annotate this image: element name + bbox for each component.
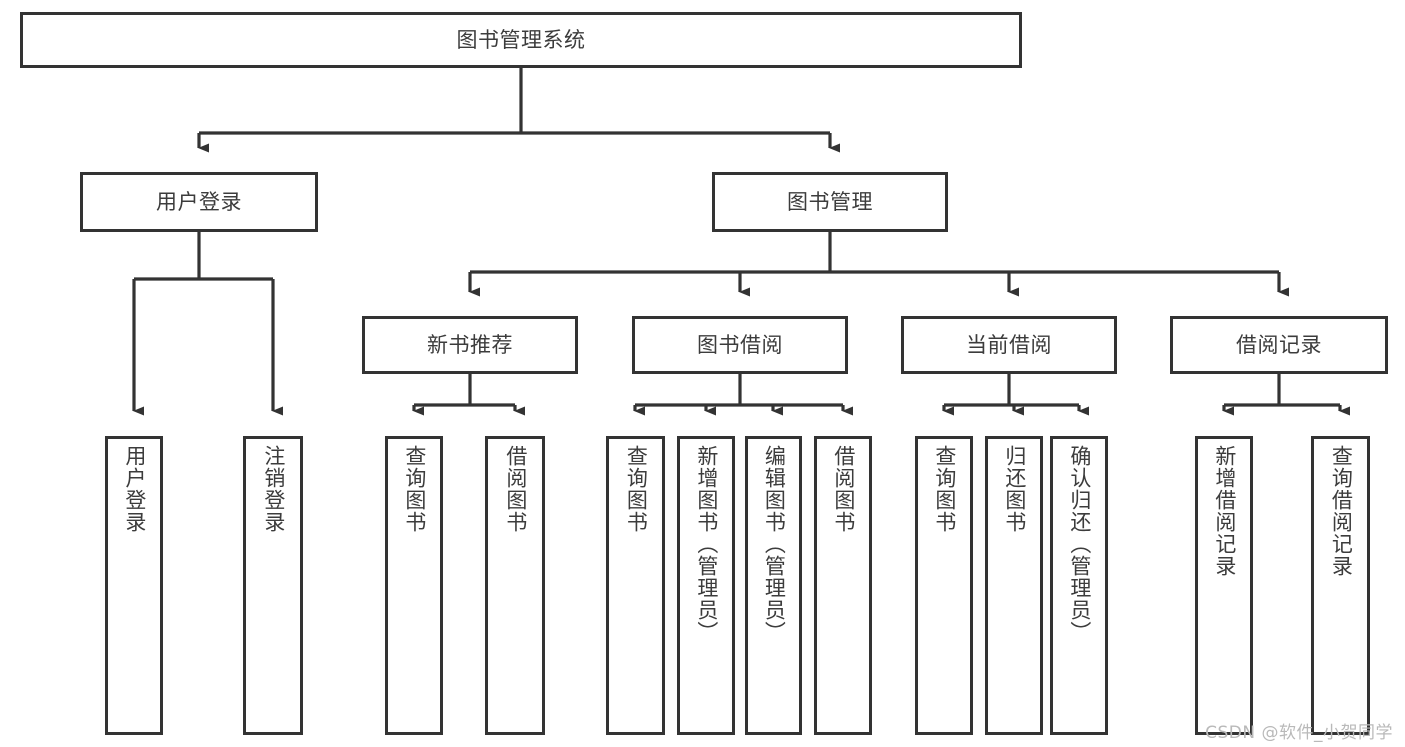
node-leaf-borrow-book-2[interactable]: 借阅图书 bbox=[814, 436, 872, 735]
node-leaf-query-book-3[interactable]: 查询图书 bbox=[915, 436, 973, 735]
node-label: 图书管理系统 bbox=[456, 27, 586, 52]
node-borrow-record[interactable]: 借阅记录 bbox=[1170, 316, 1388, 374]
node-leaf-borrow-book-1[interactable]: 借阅图书 bbox=[485, 436, 545, 735]
node-leaf-return-book[interactable]: 归还图书 bbox=[985, 436, 1043, 735]
node-label: 查询图书 bbox=[624, 445, 649, 533]
node-label: 查询图书 bbox=[402, 445, 427, 533]
node-leaf-edit-book[interactable]: 编辑图书（管理员） bbox=[745, 436, 802, 735]
node-leaf-logout[interactable]: 注销登录 bbox=[243, 436, 303, 735]
node-label: 新增借阅记录 bbox=[1212, 445, 1237, 577]
node-user-login[interactable]: 用户登录 bbox=[80, 172, 318, 232]
node-label: 编辑图书（管理员） bbox=[762, 445, 787, 643]
node-current-borrow[interactable]: 当前借阅 bbox=[901, 316, 1117, 374]
node-label: 查询图书 bbox=[932, 445, 957, 533]
node-label: 用户登录 bbox=[156, 189, 242, 214]
node-label: 注销登录 bbox=[261, 445, 286, 533]
node-label: 查询借阅记录 bbox=[1329, 445, 1354, 577]
node-label: 当前借阅 bbox=[966, 332, 1052, 357]
node-leaf-user-login[interactable]: 用户登录 bbox=[105, 436, 163, 735]
node-leaf-query-book-2[interactable]: 查询图书 bbox=[606, 436, 665, 735]
node-book-manage[interactable]: 图书管理 bbox=[712, 172, 948, 232]
node-label: 图书借阅 bbox=[697, 332, 783, 357]
node-label: 用户登录 bbox=[122, 445, 147, 533]
node-book-borrow[interactable]: 图书借阅 bbox=[632, 316, 848, 374]
node-label: 确认归还（管理员） bbox=[1067, 445, 1092, 643]
node-new-book-rec[interactable]: 新书推荐 bbox=[362, 316, 578, 374]
node-label: 归还图书 bbox=[1002, 445, 1027, 533]
node-leaf-add-record[interactable]: 新增借阅记录 bbox=[1195, 436, 1253, 735]
node-label: 新书推荐 bbox=[427, 332, 513, 357]
node-label: 图书管理 bbox=[787, 189, 873, 214]
node-label: 借阅记录 bbox=[1236, 332, 1322, 357]
node-leaf-confirm-return[interactable]: 确认归还（管理员） bbox=[1050, 436, 1108, 735]
node-label: 新增图书（管理员） bbox=[694, 445, 719, 643]
node-label: 借阅图书 bbox=[503, 445, 528, 533]
node-leaf-add-book[interactable]: 新增图书（管理员） bbox=[677, 436, 735, 735]
node-leaf-query-book-1[interactable]: 查询图书 bbox=[385, 436, 443, 735]
node-title-system[interactable]: 图书管理系统 bbox=[20, 12, 1022, 68]
node-leaf-query-record[interactable]: 查询借阅记录 bbox=[1311, 436, 1370, 735]
node-label: 借阅图书 bbox=[831, 445, 856, 533]
